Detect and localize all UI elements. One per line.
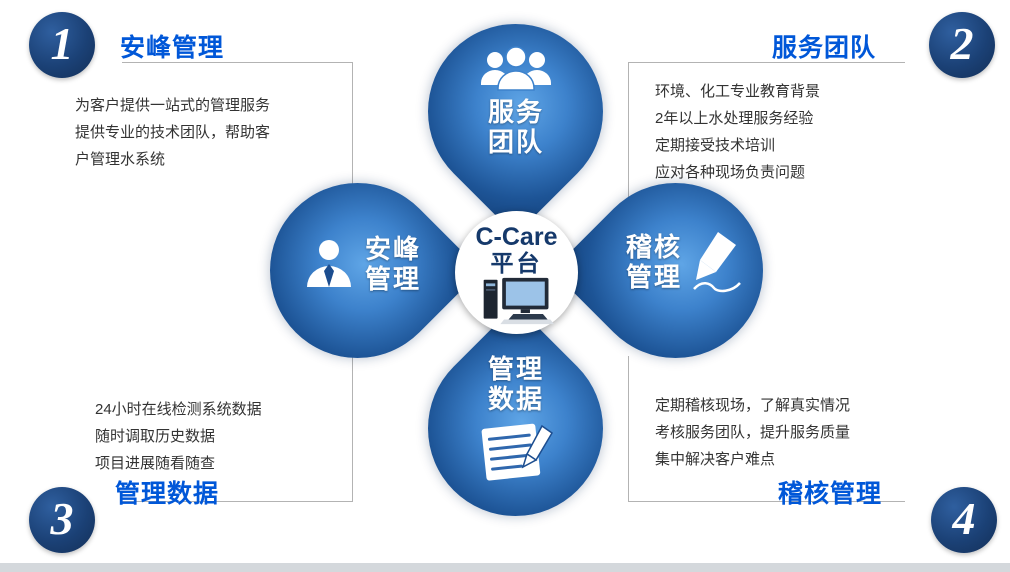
corner-number-4: 4 bbox=[931, 487, 997, 553]
petal-label: 管理 数据 bbox=[488, 354, 544, 414]
text-line: 项目进展随看随查 bbox=[95, 455, 216, 472]
bottom-strip bbox=[0, 563, 1010, 572]
text-line: 户管理水系统 bbox=[75, 151, 166, 168]
petal-content-anfeng: 安峰 管理 bbox=[292, 234, 432, 294]
text-line: 24小时在线检测系统数据 bbox=[95, 401, 262, 418]
text-line: 考核服务团队，提升服务质量 bbox=[655, 424, 851, 441]
text-line: 随时调取历史数据 bbox=[95, 428, 216, 445]
corner-number-1: 1 bbox=[29, 12, 95, 78]
petal-label-line: 管理 bbox=[487, 354, 544, 384]
connector-line bbox=[628, 62, 629, 198]
connector-line bbox=[352, 62, 353, 188]
petal-label: 安峰 管理 bbox=[365, 234, 421, 294]
text-line: 2年以上水处理服务经验 bbox=[655, 110, 814, 127]
connector-line bbox=[628, 356, 629, 502]
text-line: 定期稽核现场，了解真实情况 bbox=[655, 397, 851, 414]
petal-label: 服务 团队 bbox=[488, 97, 544, 157]
section-heading-data: 管理数据 bbox=[115, 480, 220, 508]
document-pencil-icon bbox=[481, 423, 553, 481]
section-text-data: 24小时在线检测系统数据 随时调取历史数据 项目进展随看随查 bbox=[95, 396, 262, 477]
connector-line bbox=[628, 501, 905, 502]
team-icon bbox=[481, 46, 551, 91]
petal-label-line: 稽核 bbox=[625, 232, 682, 262]
center-title: C-Care bbox=[475, 222, 558, 251]
connector-line bbox=[122, 501, 352, 502]
petal-label-line: 管理 bbox=[625, 262, 682, 292]
section-heading-service-team: 服务团队 bbox=[772, 34, 877, 62]
section-text-anfeng: 为客户提供一站式的管理服务 提供专业的技术团队，帮助客 户管理水系统 bbox=[75, 92, 270, 173]
petal-label-line: 安峰 bbox=[364, 234, 421, 264]
corner-number-3: 3 bbox=[29, 487, 95, 553]
petal-label-line: 管理 bbox=[364, 264, 421, 294]
connector-line bbox=[628, 62, 905, 63]
section-text-audit: 定期稽核现场，了解真实情况 考核服务团队，提升服务质量 集中解决客户难点 bbox=[655, 392, 850, 473]
computer-icon bbox=[483, 277, 554, 324]
section-text-service-team: 环境、化工专业教育背景 2年以上水处理服务经验 定期接受技术培训 应对各种现场负… bbox=[655, 78, 820, 186]
petal-label: 稽核 管理 bbox=[626, 232, 682, 292]
petal-content-audit: 稽核 管理 bbox=[620, 230, 750, 294]
petal-label-line: 团队 bbox=[487, 127, 544, 157]
petal-content-data: 管理 数据 bbox=[429, 354, 603, 486]
text-line: 为客户提供一站式的管理服务 bbox=[75, 97, 271, 114]
connector-line bbox=[122, 62, 352, 63]
text-line: 应对各种现场负责问题 bbox=[655, 164, 806, 181]
text-line: 定期接受技术培训 bbox=[655, 137, 776, 154]
petal-label-line: 服务 bbox=[487, 97, 544, 127]
text-line: 集中解决客户难点 bbox=[655, 451, 776, 468]
text-line: 提供专业的技术团队，帮助客 bbox=[75, 124, 271, 141]
petal-label-line: 数据 bbox=[487, 384, 544, 414]
connector-line bbox=[352, 356, 353, 502]
section-heading-audit: 稽核管理 bbox=[778, 480, 883, 508]
corner-number-2: 2 bbox=[929, 12, 995, 78]
text-line: 环境、化工专业教育背景 bbox=[655, 83, 821, 100]
center-subtitle: 平台 bbox=[490, 249, 543, 276]
person-icon bbox=[306, 240, 351, 287]
pencil-icon bbox=[693, 232, 741, 293]
section-heading-anfeng: 安峰管理 bbox=[120, 34, 225, 62]
petal-content-service-team: 服务 团队 bbox=[429, 46, 603, 157]
center-platform-circle: C-Care 平台 bbox=[455, 211, 578, 334]
